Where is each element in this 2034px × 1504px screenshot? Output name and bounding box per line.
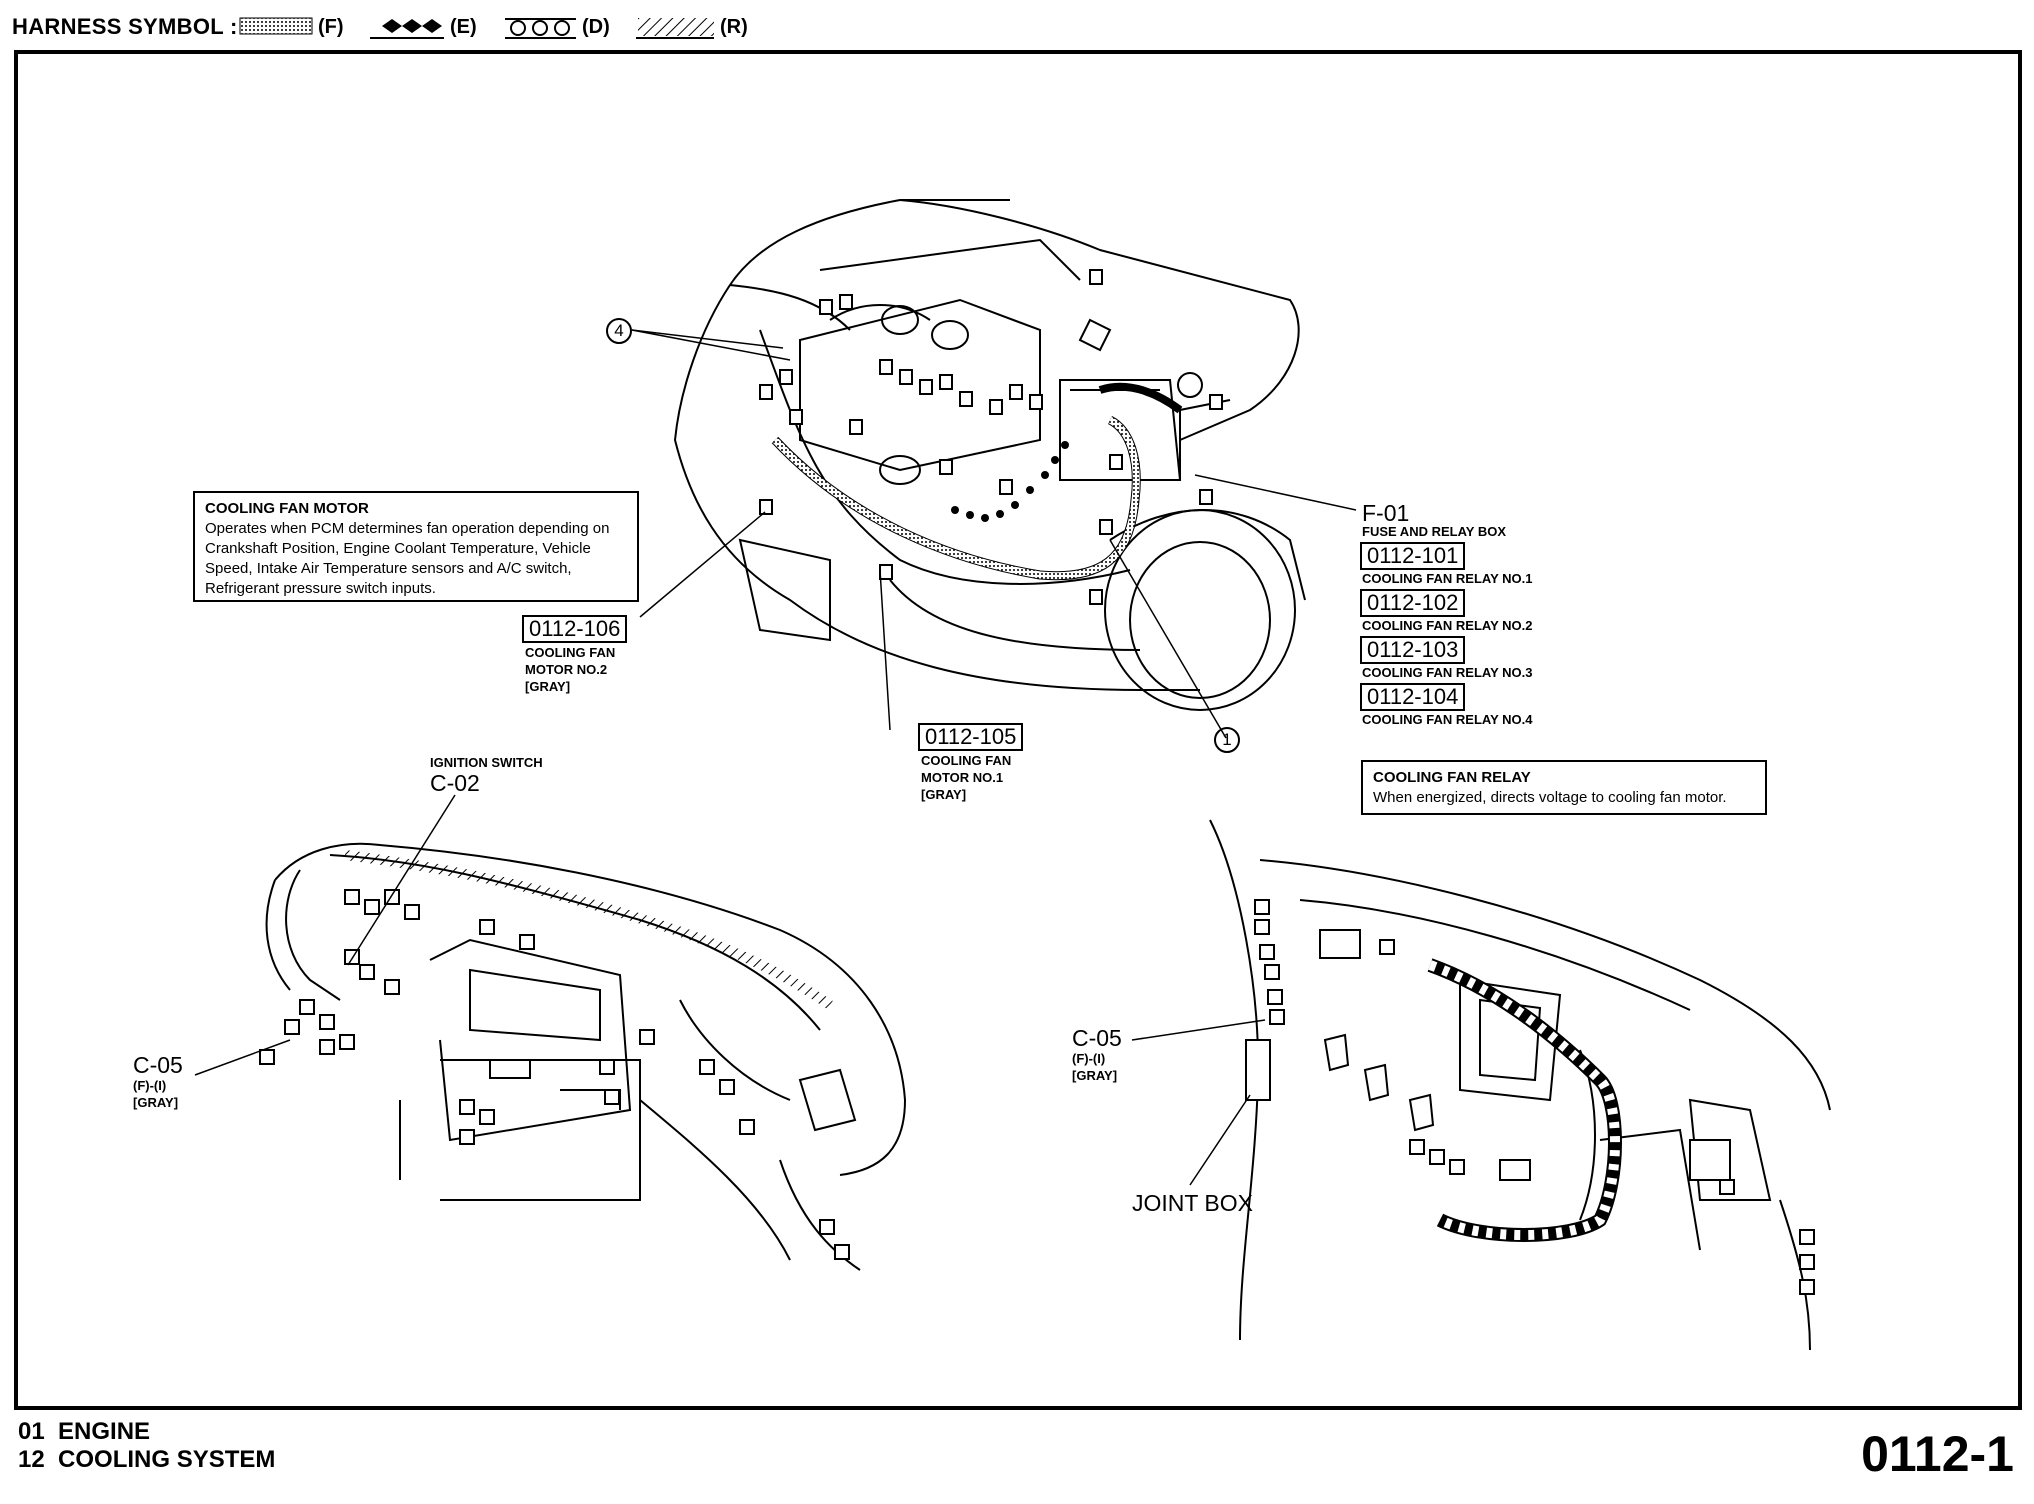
motor2-line2: MOTOR NO.2 [525, 662, 608, 677]
cooling-fan-relay-heading: COOLING FAN RELAY [1373, 769, 1531, 786]
relay1-label: COOLING FAN RELAY NO.1 [1362, 571, 1533, 586]
right-c05-sub1: (F)-(I) [1072, 1051, 1106, 1066]
footer-line2-text: COOLING SYSTEM [58, 1446, 276, 1473]
motor1-line1: COOLING FAN [921, 753, 1012, 768]
cooling-fan-relay-description: COOLING FAN RELAY When energized, direct… [1361, 760, 1767, 815]
left-dash-leader-lines [194, 794, 456, 1076]
joint-box-label: JOINT BOX [1132, 1190, 1253, 1216]
legend-title: HARNESS SYMBOL : [12, 14, 238, 39]
right-dash-leader-lines [1131, 1019, 1266, 1186]
relay4-code: 0112-104 [1360, 683, 1466, 711]
motor1-code: 0112-105 [918, 723, 1024, 751]
diagram-frame [14, 50, 2022, 1410]
right-c05-sub2: [GRAY] [1072, 1068, 1118, 1083]
fuse-box-name: FUSE AND RELAY BOX [1362, 524, 1506, 539]
relay2-label: COOLING FAN RELAY NO.2 [1362, 618, 1533, 633]
cooling-fan-relay-text: When energized, directs voltage to cooli… [1373, 789, 1727, 806]
legend-symbol-r [636, 18, 714, 39]
engine-leader-lines [631, 329, 1357, 739]
relay3-label: COOLING FAN RELAY NO.3 [1362, 665, 1533, 680]
page-code: 0112-1 [1861, 1426, 2014, 1482]
motor1-line3: [GRAY] [921, 787, 967, 802]
motor2-code: 0112-106 [522, 615, 628, 643]
cooling-fan-motor-description: COOLING FAN MOTOR Operates when PCM dete… [193, 491, 639, 602]
legend-code-r: (R) [720, 16, 748, 38]
right-c05-id: C-05 [1072, 1025, 1122, 1051]
legend-symbol-e [370, 19, 444, 39]
ignition-switch-label: IGNITION SWITCH [430, 755, 543, 770]
legend-code-d: (D) [582, 16, 610, 38]
left-dash-connectors [259, 889, 850, 1260]
relay4-label: COOLING FAN RELAY NO.4 [1362, 712, 1533, 727]
right-dash-connectors [1245, 899, 1815, 1295]
footer-line1-num: 01 [18, 1418, 45, 1445]
relay3-code: 0112-103 [1360, 636, 1466, 664]
left-c05-sub1: (F)-(I) [133, 1078, 167, 1093]
legend-symbol-f [239, 17, 313, 35]
engine-connectors [759, 269, 1223, 605]
relay1-code: 0112-101 [1360, 542, 1466, 570]
motor2-line1: COOLING FAN [525, 645, 616, 660]
fuse-box-id: F-01 [1362, 500, 1410, 526]
legend-code-e: (E) [450, 16, 477, 38]
left-c05-id: C-05 [133, 1052, 183, 1078]
ignition-switch-id: C-02 [430, 770, 480, 796]
footer-line2: 12 COOLING SYSTEM [18, 1446, 275, 1474]
cooling-fan-motor-text: Operates when PCM determines fan operati… [205, 520, 610, 597]
relay2-code: 0112-102 [1360, 589, 1466, 617]
callout-circle-4: 4 [606, 318, 632, 344]
legend-symbol-d [505, 18, 576, 39]
motor1-line2: MOTOR NO.1 [921, 770, 1004, 785]
footer-line1: 01 ENGINE [18, 1418, 150, 1446]
footer-line2-num: 12 [18, 1446, 45, 1473]
legend-code-f: (F) [318, 16, 344, 38]
left-dash-harness-r [344, 850, 833, 1010]
motor2-line3: [GRAY] [525, 679, 571, 694]
callout-circle-1: 1 [1214, 727, 1240, 753]
footer-line1-text: ENGINE [58, 1418, 151, 1445]
cooling-fan-motor-heading: COOLING FAN MOTOR [205, 500, 369, 517]
engine-harness-upper-f [1098, 382, 1183, 414]
engine-harness-d-chain [951, 441, 1069, 522]
left-c05-sub2: [GRAY] [133, 1095, 179, 1110]
